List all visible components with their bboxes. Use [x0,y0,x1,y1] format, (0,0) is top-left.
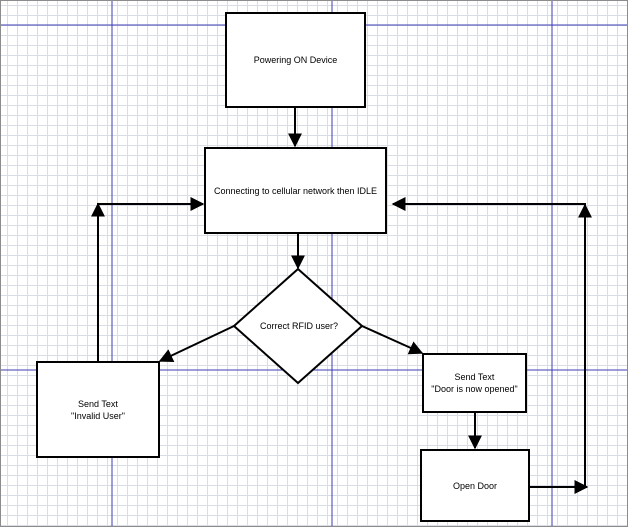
node-send-door-opened-label: Send Text "Door is now opened" [431,372,518,394]
arrow-invalid-back-to-connect [97,197,205,361]
node-open-door[interactable]: Open Door [420,449,530,522]
node-open-door-label: Open Door [452,480,498,491]
node-connect-network[interactable]: Connecting to cellular network then IDLE [204,147,387,234]
node-send-invalid-user-label: Send Text "Invalid User" [71,398,125,421]
node-power-on[interactable]: Powering ON Device [225,12,366,108]
decision-label: Correct RFID user? [259,321,339,331]
arrow-decision-to-invalid [158,325,235,362]
decision-diamond[interactable] [232,267,364,385]
node-send-door-opened[interactable]: Send Text "Door is now opened" [422,353,527,413]
node-power-on-label: Powering ON Device [253,55,338,65]
node-connect-network-label: Connecting to cellular network then IDLE [213,185,378,196]
node-send-invalid-user[interactable]: Send Text "Invalid User" [36,361,160,458]
arrow-decision-to-opened [361,325,424,355]
arrow-loop-back-to-connect [391,197,586,487]
